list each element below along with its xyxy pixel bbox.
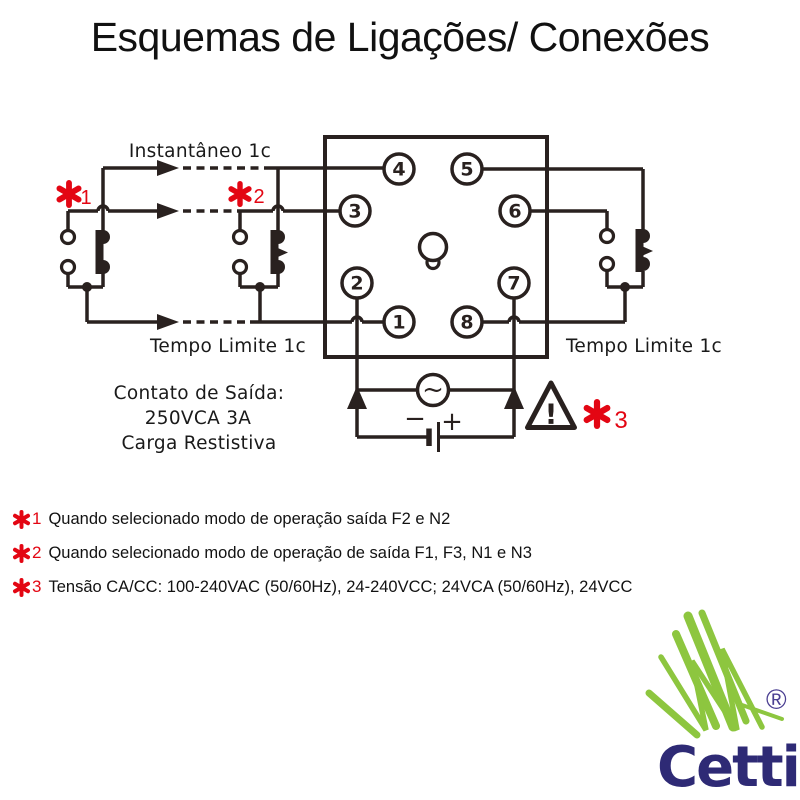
contact-terminal bbox=[231, 258, 249, 276]
pin-3: 3 bbox=[338, 194, 372, 228]
contact-terminal bbox=[59, 228, 77, 246]
delay-contact-mark bbox=[636, 243, 653, 259]
delay-contact-mark bbox=[271, 245, 288, 260]
flow-arrow bbox=[157, 203, 179, 219]
pin-1: 1 bbox=[382, 305, 416, 339]
asterisk-icon bbox=[587, 402, 608, 426]
connection-schematic: 4 5 3 6 2 7 1 8 bbox=[0, 135, 722, 454]
switch-unit-1 bbox=[59, 211, 110, 322]
minus-sign: − bbox=[404, 404, 426, 434]
footnote-ref: 1 bbox=[32, 509, 42, 528]
label-tempo-limite-left: Tempo Limite 1c bbox=[149, 336, 306, 357]
contact-blade bbox=[95, 230, 104, 274]
asterisk-icon bbox=[231, 184, 249, 205]
pin-8: 8 bbox=[450, 305, 484, 339]
svg-text:1: 1 bbox=[80, 187, 91, 209]
svg-text:2: 2 bbox=[253, 186, 264, 208]
label-contato-line2: 250VCA 3A bbox=[145, 408, 252, 429]
footnote-1: 1 Quando selecionado modo de operação sa… bbox=[12, 508, 792, 530]
pin-5: 5 bbox=[450, 152, 484, 186]
page-title: Esquemas de Ligações/ Conexões bbox=[90, 14, 710, 60]
svg-text:2: 2 bbox=[350, 273, 363, 295]
power-supply: ~ − + bbox=[347, 298, 524, 452]
contact-terminal bbox=[59, 258, 77, 276]
keyhole-icon bbox=[417, 231, 449, 271]
ref-marker-2: 2 bbox=[231, 184, 265, 208]
supply-arrow bbox=[347, 386, 367, 409]
switch-unit-right bbox=[598, 227, 653, 322]
wire-right-side bbox=[482, 167, 645, 324]
supply-arrow bbox=[504, 386, 524, 409]
footnote-text: Tensão CA/CC: 100-240VAC (50/60Hz), 24-2… bbox=[48, 578, 633, 596]
plus-sign: + bbox=[441, 407, 463, 437]
registered-trademark: ® bbox=[766, 684, 787, 715]
asterisk-icon bbox=[12, 578, 31, 597]
asterisk-icon bbox=[59, 183, 78, 205]
svg-text:8: 8 bbox=[460, 312, 473, 334]
wire-tempo-limite-left bbox=[87, 314, 385, 330]
battery-icon bbox=[426, 422, 440, 452]
footnote-3: 3 Tensão CA/CC: 100-240VAC (50/60Hz), 24… bbox=[12, 576, 792, 598]
label-contato-line3: Carga Restistiva bbox=[121, 433, 276, 454]
warning-triangle-icon: ! bbox=[525, 380, 577, 431]
contact-terminal bbox=[598, 227, 616, 245]
contact-terminal bbox=[231, 228, 249, 246]
wire-pin3-line bbox=[68, 203, 341, 219]
svg-text:7: 7 bbox=[507, 273, 520, 295]
ac-tilde: ~ bbox=[422, 375, 444, 405]
svg-text:4: 4 bbox=[392, 159, 405, 181]
pin-7: 7 bbox=[497, 266, 531, 300]
label-instantaneo: Instantâneo 1c bbox=[129, 141, 271, 162]
svg-text:3: 3 bbox=[348, 201, 361, 223]
svg-text:5: 5 bbox=[460, 159, 473, 181]
pin-4: 4 bbox=[382, 152, 416, 186]
switch-unit-2 bbox=[231, 211, 288, 322]
footnotes: 1 Quando selecionado modo de operação sa… bbox=[12, 508, 792, 610]
footnote-text: Quando selecionado modo de operação saíd… bbox=[48, 510, 451, 528]
ref-marker-3: 3 bbox=[587, 402, 628, 434]
flow-arrow bbox=[157, 160, 179, 176]
svg-text:6: 6 bbox=[508, 201, 521, 223]
svg-text:1: 1 bbox=[392, 312, 405, 334]
wire-jump bbox=[96, 204, 110, 212]
socket-outline bbox=[323, 135, 549, 359]
footnote-ref: 3 bbox=[32, 577, 42, 596]
footnote-ref: 2 bbox=[32, 543, 42, 562]
pin-6: 6 bbox=[498, 194, 532, 228]
ref-marker-1: 1 bbox=[59, 183, 92, 209]
footnote-2: 2 Quando selecionado modo de operação de… bbox=[12, 542, 792, 564]
wire-jump bbox=[271, 204, 285, 212]
svg-text:3: 3 bbox=[614, 407, 627, 434]
relay-socket: 4 5 3 6 2 7 1 8 bbox=[323, 135, 549, 359]
warning-mark: ! bbox=[545, 398, 558, 431]
asterisk-icon bbox=[12, 510, 31, 529]
asterisk-icon bbox=[12, 544, 31, 563]
footnote-text: Quando selecionado modo de operação de s… bbox=[48, 544, 532, 562]
label-contato-line1: Contato de Saída: bbox=[114, 383, 285, 404]
logo-scribble-icon bbox=[645, 609, 784, 739]
contact-terminal bbox=[598, 255, 616, 273]
ac-source-icon bbox=[415, 372, 451, 408]
label-tempo-limite-right: Tempo Limite 1c bbox=[565, 336, 722, 357]
pin-2: 2 bbox=[340, 266, 374, 300]
flow-arrow bbox=[157, 314, 179, 330]
brand-wordmark: Cetti bbox=[657, 735, 800, 800]
